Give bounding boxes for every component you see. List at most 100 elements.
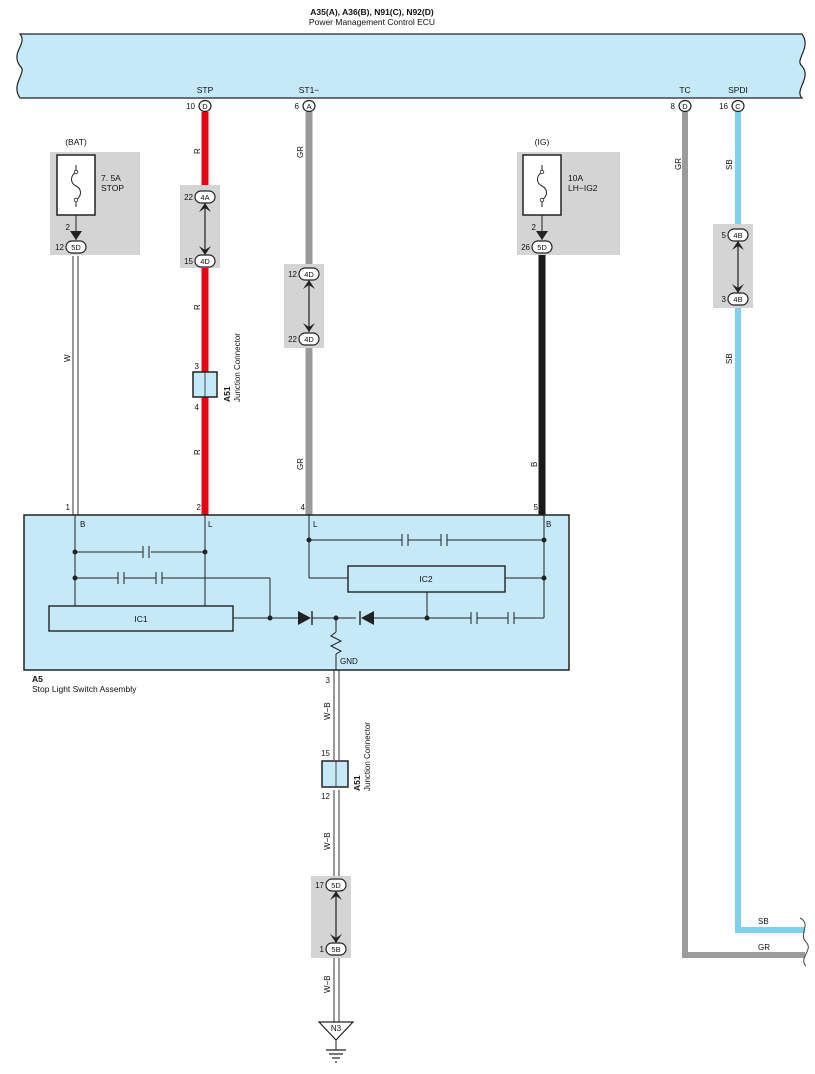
wire-label-wb-2: W−B [323,832,332,850]
wire-label-b: B [530,462,539,467]
fuse-stop-jb-pin: 12 [55,243,64,252]
conn-spdi-upper-conn: 4B [733,231,742,240]
connector-spdi: 5 4B 3 4B [713,224,753,308]
break-mark-icon [799,917,809,967]
conn-stp-lower-pin: 15 [184,257,193,266]
ecu-terminal-st1: 6 A [295,99,316,113]
conn-st1-upper-pin: 12 [288,270,297,279]
junction-1-label: Junction Connector [233,333,242,402]
switch-pin-5-label: B [546,520,551,529]
fuse-ig-name: LH−IG2 [568,183,598,193]
switch-pin-4-num: 4 [301,503,306,512]
conn-st1-lower-pin: 22 [288,335,297,344]
ecu-pin-num-stp: 10 [186,102,195,111]
fuse-stop: (BAT) 7. 5A STOP 2 12 5D [50,137,140,255]
ic1-block [48,605,234,632]
wire-sb [735,112,805,933]
switch-name: Stop Light Switch Assembly [32,684,137,694]
conn-spdi-lower-pin: 3 [722,295,727,304]
conn-gnd-upper-conn: 5D [331,881,341,890]
diode-2-icon [361,611,374,625]
junction-2-pin-bottom: 12 [321,792,330,801]
switch-pin-1-label: B [80,520,85,529]
switch-id: A5 [32,674,43,684]
ecu-pin-name-st1: ST1− [299,85,320,95]
ecu-pin-name-spdi: SPDI [728,85,748,95]
fuse-stop-name: STOP [101,183,124,193]
junction-a51-stp: 3 4 A51 Junction Connector [192,333,242,412]
ecu-terminal-tc: 8 D [671,99,692,113]
wire-label-gr-1: GR [296,146,305,158]
ground-label: N3 [331,1024,342,1033]
wire-label-gr-2: GR [296,458,305,470]
fuse-stop-jb-conn: 5D [71,243,81,252]
fuse-ig-rating: 10A [568,173,583,183]
connector-st1: 12 4D 22 4D [284,264,324,348]
junction-a51-gnd: 15 12 A51 Junction Connector [321,722,372,801]
switch-pin-1-num: 1 [66,503,71,512]
fuse-ig-out-pin: 2 [532,223,537,232]
switch-assembly: 1 2 4 5 B L L B [23,503,570,685]
wire-wb [333,670,340,1022]
ecu-pin-conn-spdi: C [735,102,741,111]
junction-1-pin-bottom: 4 [195,403,200,412]
wire-label-gr-h: GR [758,943,770,952]
conn-st1-upper-conn: 4D [304,270,314,279]
diode-1-icon [298,611,311,625]
conn-gnd-upper-pin: 17 [315,881,324,890]
connector-stp: 22 4A 15 4D [180,185,220,268]
ecu-terminal-spdi: 16 C [719,99,745,113]
ic2-block [347,565,506,593]
junction-2-label: Junction Connector [363,722,372,791]
fuse-stop-supply: (BAT) [65,137,87,147]
wire-label-w: W [63,354,72,362]
conn-stp-upper-pin: 22 [184,193,193,202]
wire-label-r-3: R [193,449,202,455]
ground-n3: N3 [317,1021,355,1063]
conn-spdi-upper-pin: 5 [722,231,727,240]
wire-label-sb-h: SB [758,917,769,926]
fuse-stop-out-pin: 2 [66,223,71,232]
junction-2-pin-top: 15 [321,749,330,758]
switch-pin-5-num: 5 [534,503,539,512]
conn-spdi-lower-conn: 4B [733,295,742,304]
conn-st1-lower-conn: 4D [304,335,314,344]
fuse-stop-rating: 7. 5A [101,173,121,183]
wire-w [72,256,79,515]
wire-label-wb-1: W−B [323,702,332,720]
ecu-pin-conn-tc: D [682,102,688,111]
switch-gnd-label: GND [340,657,358,666]
ecu-pin-conn-st1: A [306,102,311,111]
ecu-terminal-stp: 10 D [186,99,212,113]
conn-gnd-lower-pin: 1 [320,945,325,954]
wire-label-gr-tc: GR [674,158,683,170]
ecu-pin-num-tc: 8 [671,102,676,111]
ecu-pin-name-tc: TC [679,85,690,95]
junction-1-id: A51 [222,386,232,402]
wire-label-sb-2: SB [725,353,734,364]
junction-1-pin-top: 3 [195,362,200,371]
ecu-title: A35(A), A36(B), N91(C), N92(D) [310,7,434,17]
switch-pin-2-label: L [208,520,213,529]
wire-gr-tc [682,112,805,958]
ecu-pin-conn-stp: D [202,102,208,111]
ecu-pin-num-st1: 6 [295,102,300,111]
fuse-ig-jb-conn: 5D [537,243,547,252]
switch-pin-4-label: L [313,520,318,529]
switch-pin-2-num: 2 [197,503,202,512]
junction-2-id: A51 [352,775,362,791]
ecu-pin-name-stp: STP [197,85,214,95]
fuse-ig-supply: (IG) [535,137,550,147]
ic2-label: IC2 [419,574,433,584]
conn-stp-lower-conn: 4D [200,257,210,266]
fuse-lh-ig2: (IG) 10A LH−IG2 2 26 5D [517,137,620,255]
ecu-pin-num-spdi: 16 [719,102,728,111]
wire-label-wb-3: W−B [323,975,332,993]
ecu-block [16,33,806,99]
conn-gnd-lower-conn: 5B [331,945,340,954]
ic1-label: IC1 [134,614,148,624]
wire-label-r-1: R [193,148,202,154]
ecu-subtitle: Power Management Control ECU [309,17,435,27]
switch-gnd-pin: 3 [326,676,331,685]
